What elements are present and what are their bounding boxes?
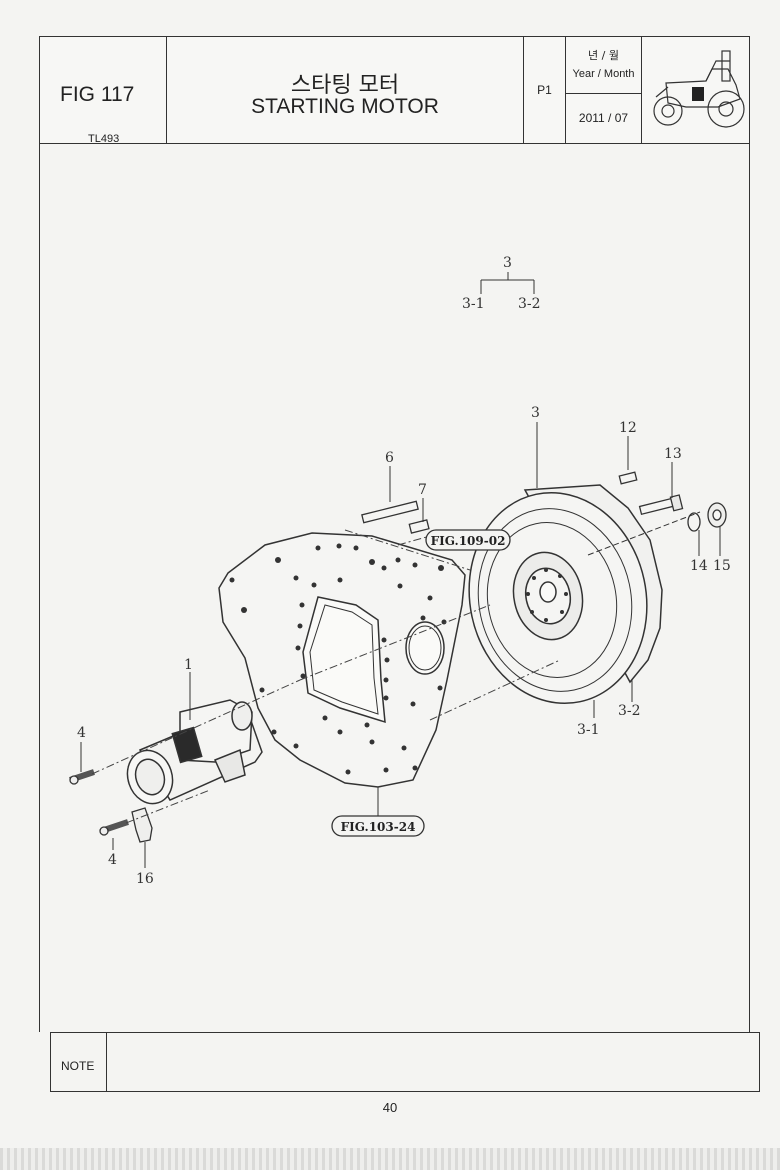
issue-date: 2011 / 07 xyxy=(578,111,629,125)
stud-bolt-6 xyxy=(361,500,419,524)
ring-14 xyxy=(687,512,701,532)
callout-4b: 4 xyxy=(108,852,117,868)
page-number: 40 xyxy=(382,1100,398,1115)
fig-cell: FIG 117 TL493 xyxy=(40,37,167,145)
page-cell: P1 xyxy=(524,37,566,143)
callout-4a: 4 xyxy=(77,725,86,741)
figure-references: FIG.109-02 FIG.103-24 xyxy=(331,529,511,837)
title-korean: 스타팅 모터 xyxy=(290,73,400,98)
page-code: P1 xyxy=(537,83,552,97)
fig-number: FIG 117 xyxy=(60,83,135,106)
callout-3-1: 3-1 xyxy=(577,722,600,738)
tree-label-child-1: 3-1 xyxy=(462,296,485,312)
scan-edge-strip xyxy=(0,1148,780,1170)
callout-14: 14 xyxy=(690,558,708,574)
fig-ref-103-24[interactable]: FIG.103-24 xyxy=(341,820,416,834)
flywheel xyxy=(468,484,701,705)
fig-ref-109-02[interactable]: FIG.109-02 xyxy=(431,534,506,548)
tractor-icon xyxy=(653,50,745,128)
title-cell: 스타팅 모터 STARTING MOTOR xyxy=(167,37,524,143)
year-month-korean: 년 / 월 xyxy=(588,49,619,62)
callouts: 1 3 3-1 3-2 4 4 6 7 12 13 14 15 16 xyxy=(77,405,731,887)
thumbnail-cell xyxy=(642,37,751,143)
note-label-cell: NOTE xyxy=(51,1033,107,1091)
tree-label-child-2: 3-2 xyxy=(518,296,541,312)
callout-15: 15 xyxy=(713,558,731,574)
callout-3-2: 3-2 xyxy=(618,703,641,719)
clamp-16 xyxy=(131,807,153,843)
year-month-cell: 년 / 월 Year / Month 2011 / 07 xyxy=(566,37,642,143)
callout-6: 6 xyxy=(385,450,394,466)
title-english: STARTING MOTOR xyxy=(251,95,439,118)
callout-7: 7 xyxy=(418,482,427,498)
callout-16: 16 xyxy=(136,871,154,887)
callout-3: 3 xyxy=(531,405,540,421)
model-code: TL493 xyxy=(88,133,120,145)
tree-label-parent: 3 xyxy=(503,255,512,271)
leader-lines xyxy=(80,422,721,868)
flywheel-housing-plate xyxy=(218,532,466,788)
year-month-english: Year / Month xyxy=(572,68,635,80)
pin-12 xyxy=(618,471,638,485)
header-table: FIG 117 TL493 스타팅 모터 STARTING MOTOR P1 년… xyxy=(39,36,751,145)
starter-motor xyxy=(126,699,263,805)
alignment-lines xyxy=(91,529,561,824)
assembly-tree: 3 3-1 3-2 xyxy=(462,255,541,312)
callout-12: 12 xyxy=(619,420,637,436)
exploded-view-diagram: 3 3-1 3-2 xyxy=(69,255,731,887)
small-parts xyxy=(69,471,727,843)
year-month-label: 년 / 월 Year / Month xyxy=(566,37,641,94)
pin-7 xyxy=(408,519,430,534)
callout-1: 1 xyxy=(184,657,193,673)
diagram-frame xyxy=(39,144,750,1032)
callout-13: 13 xyxy=(664,446,682,462)
note-label: NOTE xyxy=(61,1059,95,1073)
note-box: NOTE xyxy=(50,1032,760,1092)
